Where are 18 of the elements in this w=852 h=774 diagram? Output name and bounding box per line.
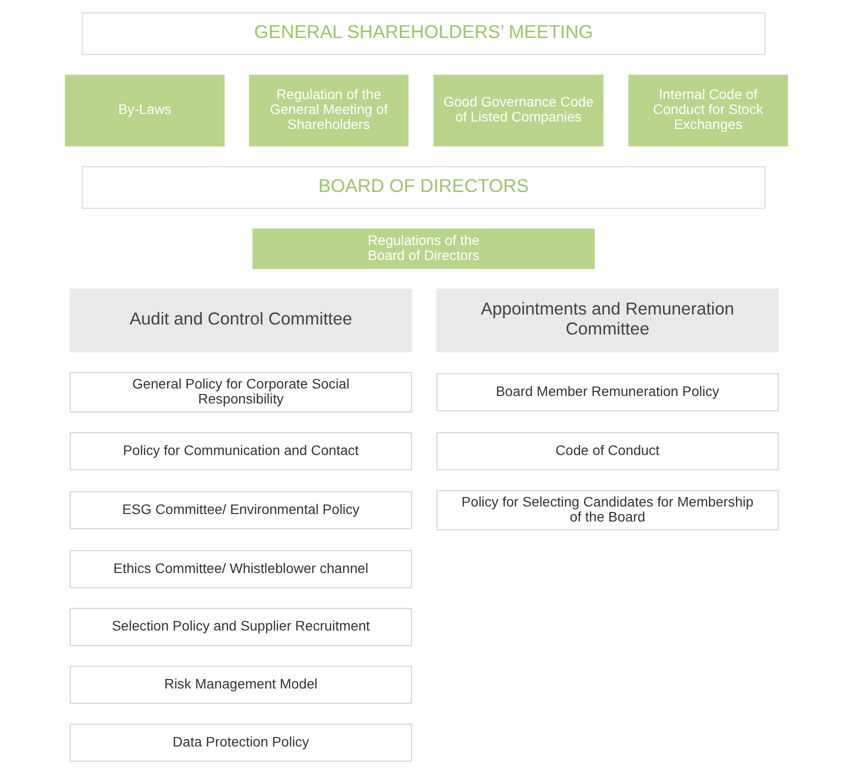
node-box: Ethics Committee/ Whistleblower channel — [69, 550, 412, 588]
node-box: Code of Conduct — [436, 432, 778, 470]
node-box: General Policy for Corporate Social Responsibility — [69, 372, 412, 412]
node-box: Policy for Communication and Contact — [69, 432, 412, 470]
node-box: Board Member Remuneration Policy — [436, 373, 778, 412]
node-box: GENERAL SHAREHOLDERS’ MEETING — [81, 12, 765, 56]
node-box: Good Governance Code of Listed Companies — [432, 74, 603, 146]
node-box: Risk Management Model — [69, 666, 412, 704]
node-box: Internal Code of Conduct for Stock Exchanges — [628, 74, 788, 146]
node-box: ESG Committee/ Environmental Policy — [69, 491, 412, 530]
node-box: BOARD OF DIRECTORS — [81, 166, 765, 209]
node-box: By-Laws — [64, 74, 224, 146]
node-box: Policy for Selecting Candidates for Membership of the Board — [436, 490, 778, 530]
node-box: Regulations of the Board of Directors — [252, 228, 594, 270]
node-box: Data Protection Policy — [69, 724, 412, 762]
node-box: Selection Policy and Supplier Recruitment — [69, 608, 412, 646]
node-box: Regulation of the General Meeting of Shareholders — [248, 74, 408, 146]
node-box: Audit and Control Committee — [69, 288, 412, 352]
